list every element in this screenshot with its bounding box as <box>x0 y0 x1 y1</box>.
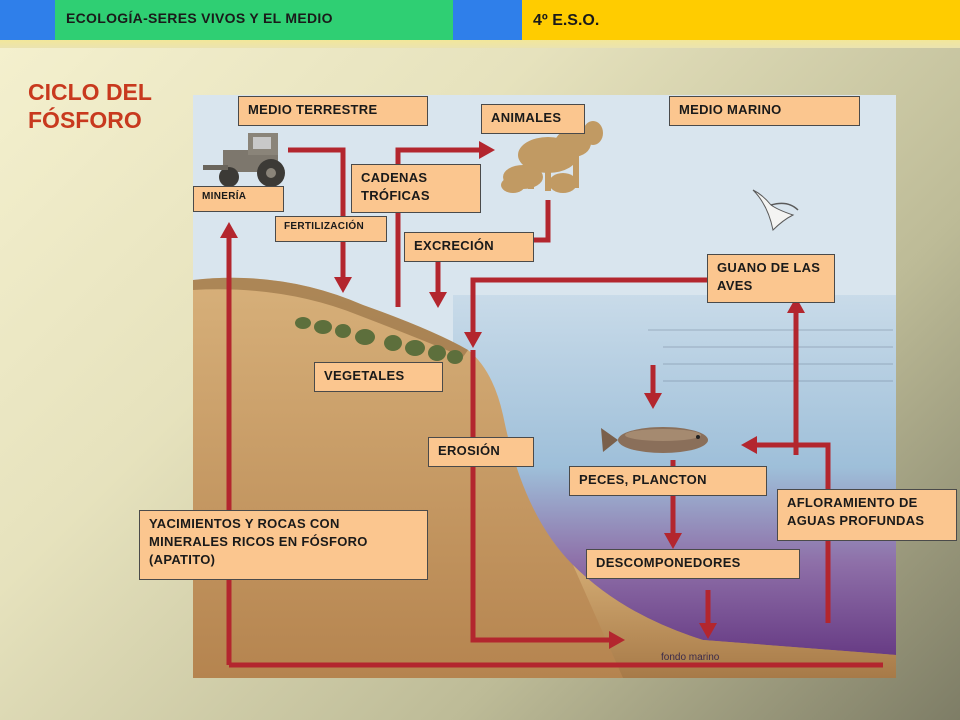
header-bar: ECOLOGÍA-SERES VIVOS Y EL MEDIO 4º E.S.O… <box>0 0 960 48</box>
label-fertilizacion: FERTILIZACIÓN <box>275 216 387 242</box>
label-mineria: MINERÍA <box>193 186 284 212</box>
label-medio-terrestre: MEDIO TERRESTRE <box>238 96 428 126</box>
phosphorus-cycle-scene: fondo marino <box>193 95 896 678</box>
label-medio-marino: MEDIO MARINO <box>669 96 860 126</box>
seabird <box>752 189 799 232</box>
sea-floor <box>573 565 896 678</box>
label-guano: GUANO DE LAS AVES <box>707 254 835 303</box>
label-afloramiento: AFLORAMIENTO DE AGUAS PROFUNDAS <box>777 489 957 541</box>
vegetation <box>295 317 463 364</box>
label-excrecion: EXCRECIÓN <box>404 232 534 262</box>
header-block-middle <box>453 0 522 40</box>
soil-strip <box>193 277 468 357</box>
animals-herd <box>501 121 603 193</box>
header-block-grade <box>522 0 960 40</box>
sea-floor-caption: fondo marino <box>661 652 720 663</box>
label-cadenas-troficas: CADENAS TRÓFICAS <box>351 164 481 213</box>
header-block-subject <box>55 0 453 40</box>
tractor <box>203 133 285 187</box>
label-descomponedores: DESCOMPONEDORES <box>586 549 800 579</box>
header-underline <box>0 40 960 48</box>
page-title: CICLO DEL FÓSFORO <box>28 79 152 133</box>
grade-label: 4º E.S.O. <box>533 12 600 29</box>
scene-illustration: fondo marino <box>193 95 896 678</box>
label-vegetales: VEGETALES <box>314 362 443 392</box>
label-erosion: EROSIÓN <box>428 437 534 467</box>
label-yacimientos: YACIMIENTOS Y ROCAS CON MINERALES RICOS … <box>139 510 428 580</box>
fish <box>601 427 708 453</box>
label-peces-plancton: PECES, PLANCTON <box>569 466 767 496</box>
label-animales: ANIMALES <box>481 104 585 134</box>
subject-title: ECOLOGÍA-SERES VIVOS Y EL MEDIO <box>66 10 333 26</box>
sea-texture <box>648 329 893 382</box>
header-block-left <box>0 0 55 40</box>
